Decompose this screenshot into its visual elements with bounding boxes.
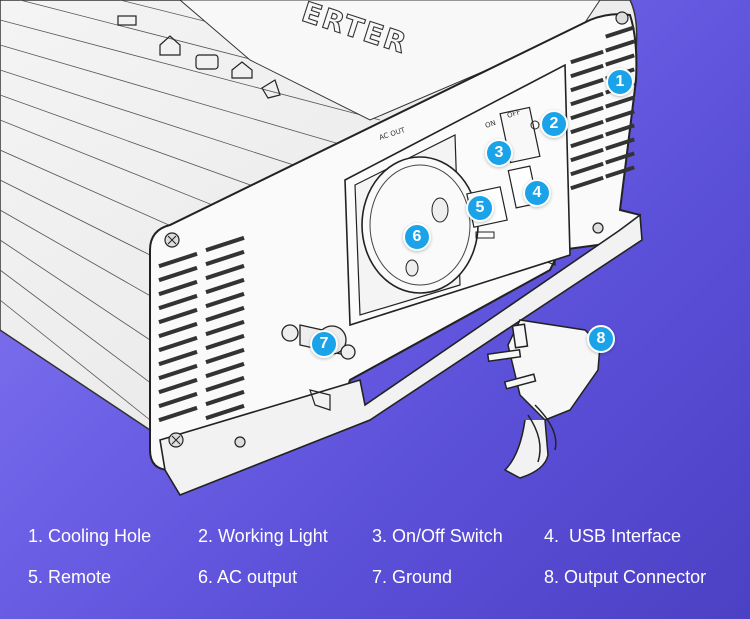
callout-badge-1: 1 (606, 68, 634, 96)
callout-badge-8: 8 (587, 325, 615, 353)
fan-icon (261, 79, 281, 99)
legend-item-on-off-switch: 3. On/Off Switch (372, 526, 503, 546)
callout-badge-2: 2 (540, 110, 568, 138)
battery-icon (117, 15, 137, 26)
legend-item-cooling-hole: 1. Cooling Hole (28, 526, 152, 546)
home-icon (159, 35, 181, 56)
legend-item-ground: 7. Ground (372, 567, 453, 587)
tool-icon (231, 61, 253, 79)
callout-badge-3: 3 (485, 139, 513, 167)
car-icon (195, 54, 219, 70)
parts-legend: 1. Cooling Hole 2. Working Light 3. On/O… (28, 520, 728, 600)
callout-badge-5: 5 (466, 194, 494, 222)
cooling-vents-right (570, 25, 635, 191)
output-plug (486, 319, 601, 479)
switch-off-label: OFF (506, 108, 521, 120)
application-icons (117, 15, 281, 99)
callout-badge-6: 6 (403, 223, 431, 251)
legend-item-ac-output: 6. AC output (198, 567, 298, 587)
callout-badge-4: 4 (523, 179, 551, 207)
legend-item-remote: 5. Remote (28, 567, 112, 587)
legend-item-output-connector: 8. Output Connector (544, 567, 707, 587)
switch-on-label: ON (484, 119, 497, 130)
legend-item-usb-interface: 4. USB Interface (544, 526, 682, 546)
legend-item-working-light: 2. Working Light (198, 526, 328, 546)
cooling-vents-left (158, 235, 245, 423)
callout-badge-7: 7 (310, 330, 338, 358)
